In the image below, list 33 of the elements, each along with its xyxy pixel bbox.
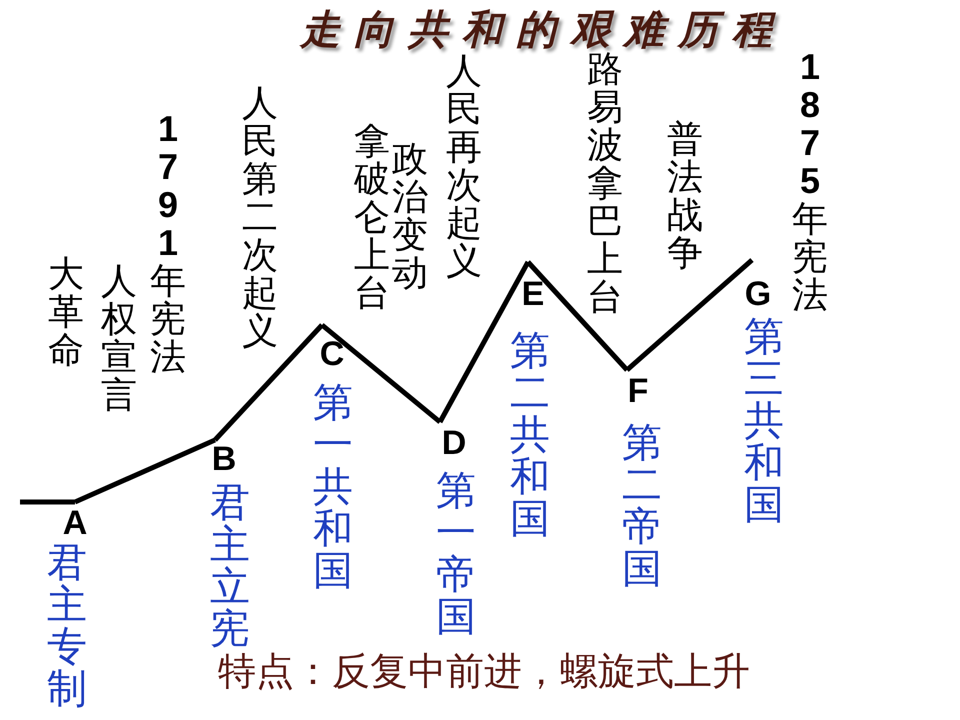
event-label: 人民再次起义 — [445, 52, 483, 280]
regime-label: 君主立宪 — [209, 482, 251, 650]
line-segment — [526, 260, 629, 372]
regime-label: 第二帝国 — [621, 422, 663, 590]
event-label: 1875年宪法 — [791, 48, 829, 314]
line-segment — [320, 323, 442, 424]
line-segment — [20, 500, 75, 504]
event-label: 1791年宪法 — [149, 110, 187, 376]
line-segment — [438, 260, 530, 424]
point-letter: C — [314, 336, 350, 372]
point-letter: G — [740, 276, 776, 312]
point-letter: E — [515, 276, 551, 312]
point-letter: A — [57, 505, 93, 541]
line-segment — [213, 323, 324, 442]
event-label: 人权宣言 — [100, 262, 138, 414]
point-letter: D — [436, 425, 472, 461]
event-label: 拿破仑上台 — [353, 122, 391, 312]
regime-label: 君主专制 — [46, 542, 88, 710]
event-label: 普法战争 — [666, 120, 704, 272]
event-label: 大革命 — [47, 255, 85, 369]
event-label: 路易波拿巴上台 — [586, 50, 624, 316]
title: 走向共和的艰难历程 — [300, 5, 786, 53]
line-segment — [625, 258, 754, 372]
point-letter: F — [620, 373, 656, 409]
point-letter: B — [206, 441, 242, 477]
line-segment — [74, 438, 216, 504]
regime-label: 第二共和国 — [509, 330, 551, 540]
regime-label: 第三共和国 — [743, 316, 785, 526]
regime-label: 第一共和国 — [312, 382, 354, 592]
regime-label: 第一帝国 — [435, 470, 477, 638]
event-label: 人民第二次起义 — [241, 84, 279, 350]
caption: 特点：反复中前进，螺旋式上升 — [218, 651, 750, 693]
event-label: 政治变动 — [391, 140, 429, 292]
